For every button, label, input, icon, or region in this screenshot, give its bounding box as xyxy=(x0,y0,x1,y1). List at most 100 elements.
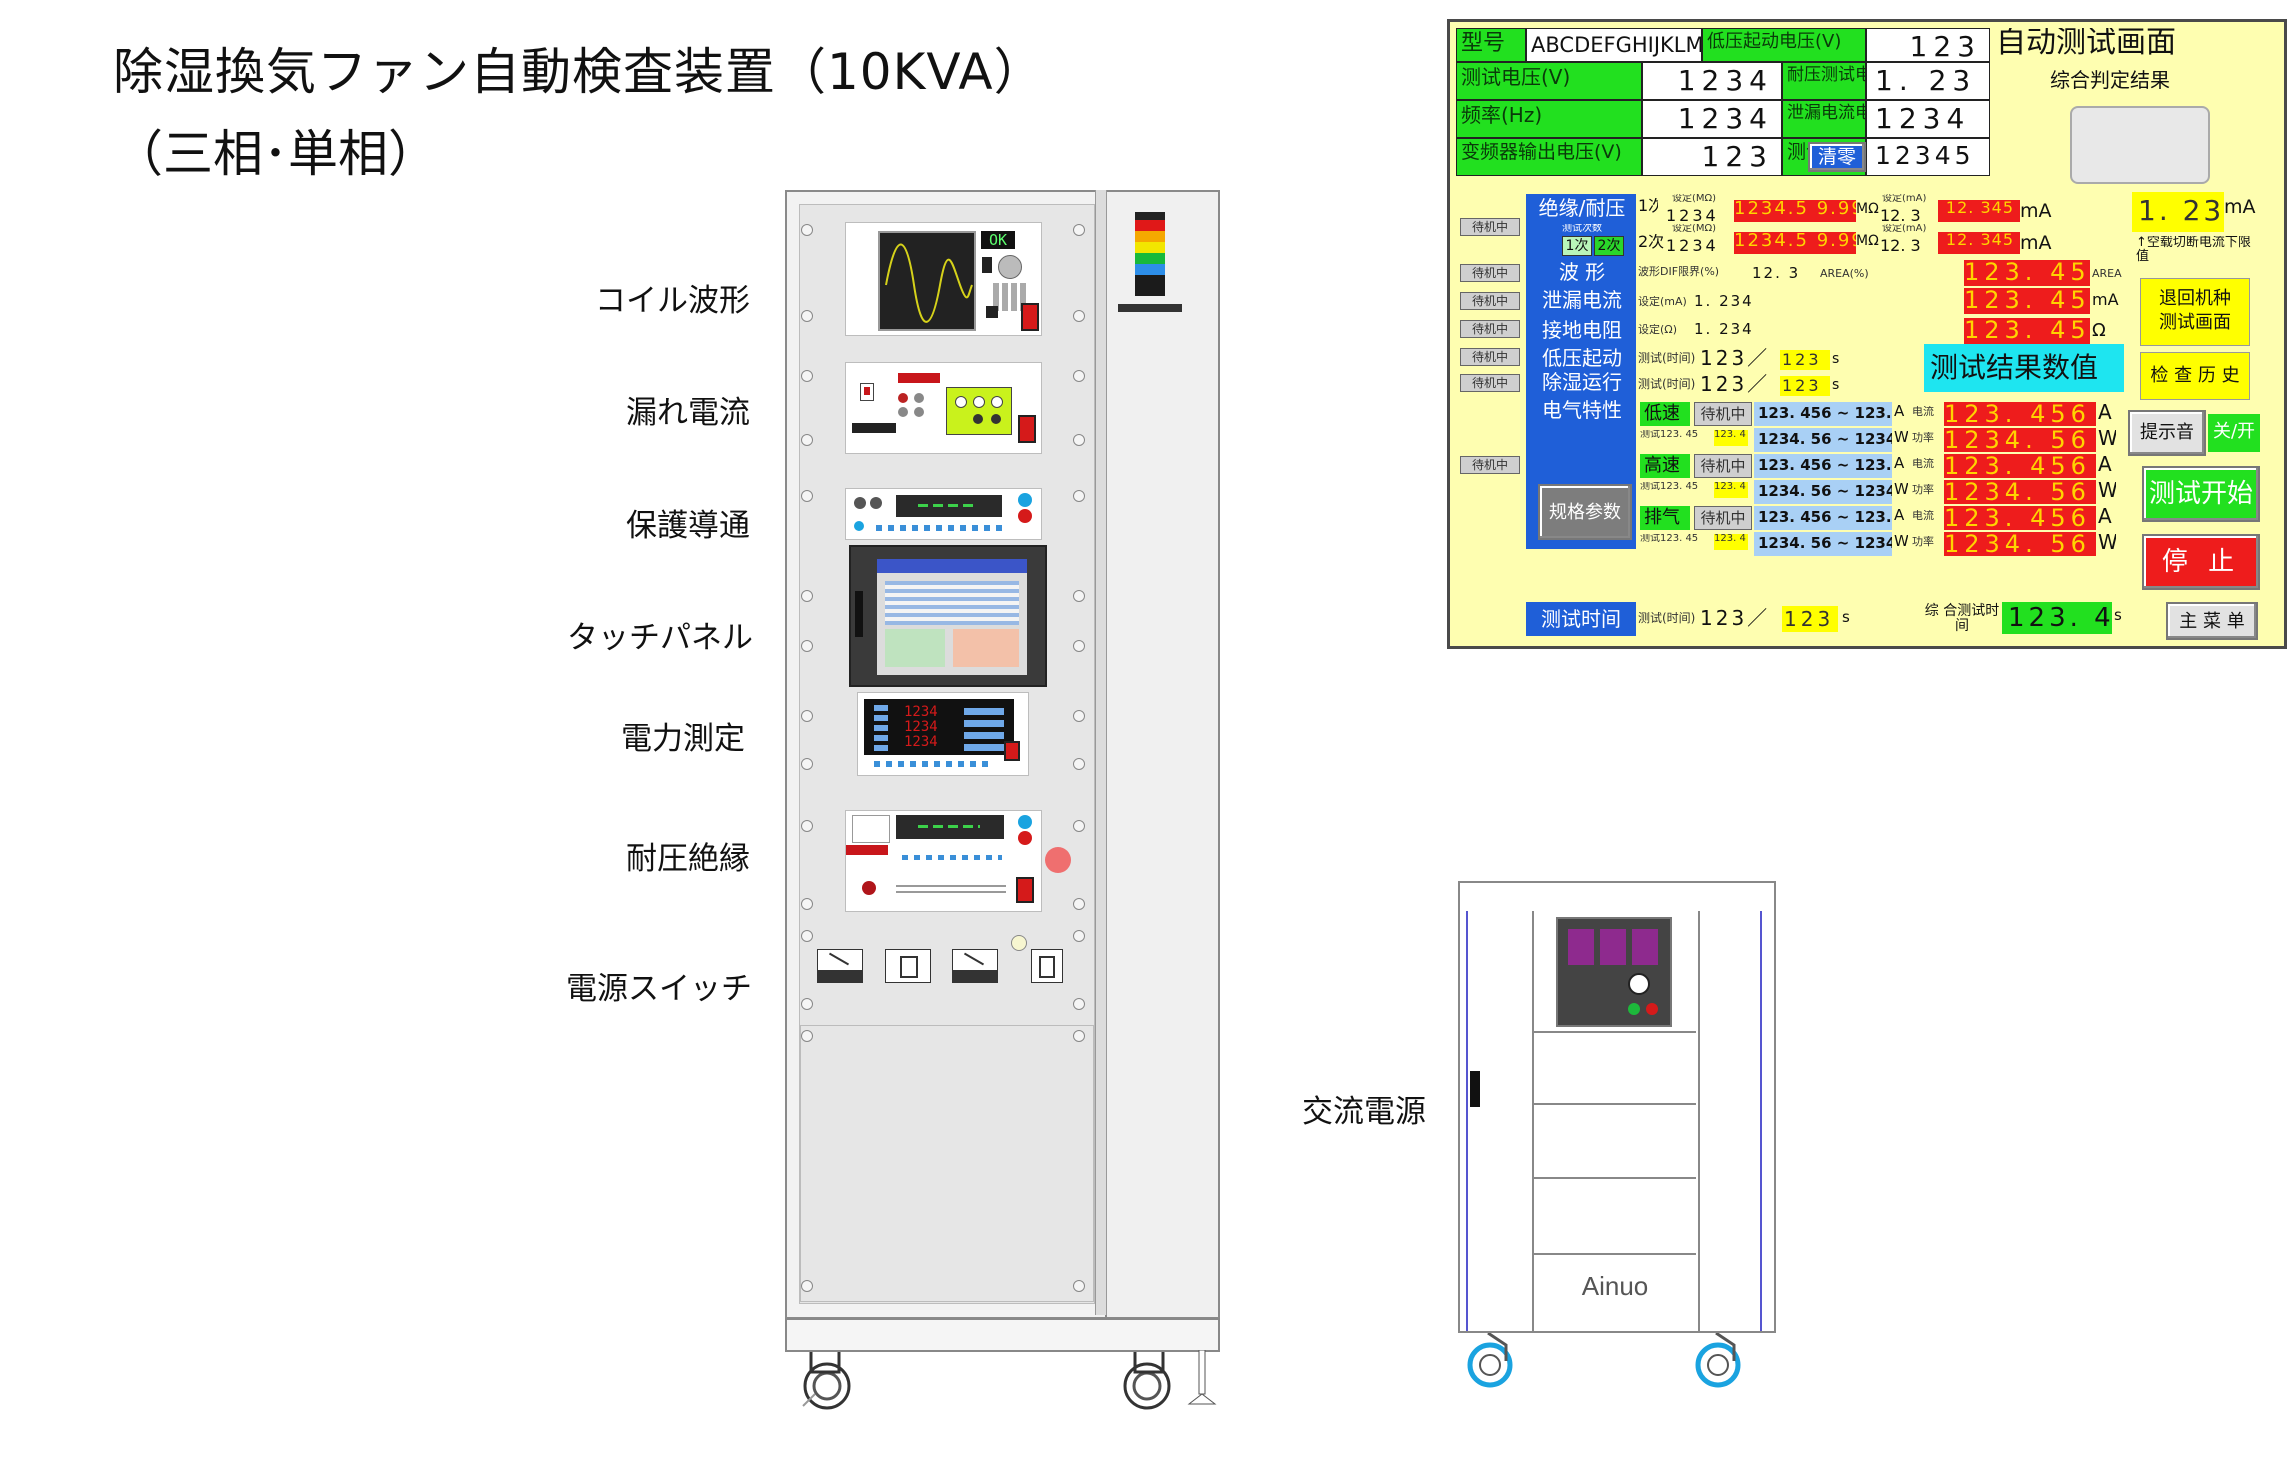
hipot-display xyxy=(896,815,1004,839)
leak-led-4 xyxy=(914,407,924,417)
switch-1[interactable] xyxy=(885,949,931,983)
leakage-current-voltage-value[interactable]: 1234 xyxy=(1866,100,1990,138)
prompt-sound-button[interactable]: 提示音 xyxy=(2128,410,2206,456)
leak-power-switch[interactable] xyxy=(1018,415,1036,443)
ground-resistance-label: 接地电阻 xyxy=(1542,320,1622,342)
switch-2[interactable] xyxy=(1031,949,1063,983)
ps-door-handle[interactable] xyxy=(1470,1071,1480,1107)
test-time-small: 测试(时间) xyxy=(1638,612,1696,625)
dehum-time-small: 测试(时间) xyxy=(1638,378,1696,391)
setpoint-mohm-2[interactable]: 1234 xyxy=(1666,238,1719,254)
test-voltage-value[interactable]: 1234 xyxy=(1642,62,1782,100)
return-model-screen-button[interactable]: 退回机种测试画面 xyxy=(2140,278,2250,346)
leak-setpoint[interactable]: 1. 234 xyxy=(1694,294,1754,310)
leak-value: 123. 456 xyxy=(1964,288,2090,314)
sound-toggle[interactable]: 关/开 xyxy=(2208,414,2260,452)
continuity-blue-knob[interactable] xyxy=(1018,493,1032,507)
continuity-button-row[interactable] xyxy=(876,525,1006,531)
test-time-a: 123／ xyxy=(1700,608,1771,630)
waveform-setpoint[interactable]: 12. 3 xyxy=(1752,266,1801,282)
test-count-value[interactable]: 12345 xyxy=(1866,138,1990,176)
withstand-voltage-value[interactable]: 1. 23 xyxy=(1866,62,1990,100)
leak-current-label: 泄漏电流 xyxy=(1542,290,1622,312)
first-test-button[interactable]: 1次 xyxy=(1562,236,1592,256)
mode-exhaust-standby: 待机中 xyxy=(1694,506,1752,530)
mode-exhaust-range-unit-a: A xyxy=(1894,508,1905,524)
ir-unit-1: MΩ xyxy=(1856,202,1879,217)
leak-brand-bar xyxy=(898,373,940,383)
inspection-history-button[interactable]: 检 查 历 史 xyxy=(2140,352,2250,400)
overall-result-indicator xyxy=(2070,106,2210,184)
ps-knob[interactable] xyxy=(1628,973,1650,995)
leak-toggle[interactable] xyxy=(860,383,874,401)
test-time-label: 测试时间 xyxy=(1526,602,1636,636)
hipot-power-switch[interactable] xyxy=(1016,877,1034,903)
low-start-voltage-value[interactable]: 123 xyxy=(1866,28,1990,62)
ground-setpoint[interactable]: 1. 234 xyxy=(1694,322,1754,338)
coil-knob[interactable] xyxy=(998,255,1022,279)
stop-button[interactable]: 停 止 xyxy=(2142,534,2260,590)
cutoff-current-value[interactable]: 1. 23 xyxy=(2132,192,2224,232)
ma-unit-2: mA xyxy=(2020,234,2052,254)
inverter-output-value[interactable]: 123 xyxy=(1642,138,1782,176)
mode-low-current-range[interactable]: 123. 456 ~ 123. 456 xyxy=(1754,402,1892,426)
continuity-red-knob[interactable] xyxy=(1018,509,1032,523)
label-protective-continuity: 保護導通 xyxy=(626,508,750,544)
label-power-switch: 電源スイッチ xyxy=(566,971,752,1007)
standby-tag-5: 待机中 xyxy=(1460,348,1520,366)
test-voltage-label: 测试电压(V) xyxy=(1456,62,1642,100)
caster-left xyxy=(799,1350,851,1410)
cutoff-current-unit: mA xyxy=(2224,198,2256,218)
protective-continuity-tester xyxy=(845,488,1042,540)
setpoint-ma-small-2: 设定(mA) xyxy=(1882,224,1927,234)
power-meter-switch[interactable] xyxy=(1004,741,1020,761)
setpoint-ma-1[interactable]: 12. 3 xyxy=(1880,208,1921,224)
power-indicator-lamp xyxy=(1011,935,1027,951)
setpoint-mohm-1[interactable]: 1234 xyxy=(1666,208,1719,224)
coil-switch[interactable] xyxy=(982,257,992,273)
mode-exhaust: 排气 xyxy=(1640,506,1690,530)
standby-tag-3: 待机中 xyxy=(1460,292,1520,310)
dehum-time-a[interactable]: 123／ xyxy=(1700,374,1771,396)
spec-params-button[interactable]: 规格参数 xyxy=(1538,484,1632,540)
continuity-display xyxy=(896,495,1002,517)
page-subtitle: （三相･単相） xyxy=(113,125,438,183)
ps-green-button[interactable] xyxy=(1628,1003,1640,1015)
second-test-button[interactable]: 2次 xyxy=(1594,236,1624,256)
breaker-1[interactable] xyxy=(817,949,863,983)
hipot-blue-knob[interactable] xyxy=(1018,815,1032,829)
hipot-red-knob[interactable] xyxy=(1018,831,1032,845)
power-meter-buttons[interactable] xyxy=(874,761,994,767)
overall-time-value: 123. 4 xyxy=(2002,602,2112,634)
leveling-foot xyxy=(1187,1349,1217,1406)
coil-power-switch[interactable] xyxy=(1021,303,1039,331)
ok-display: OK xyxy=(981,231,1015,249)
mode-exhaust-current-range[interactable]: 123. 456 ~ 123. 456 xyxy=(1754,506,1892,530)
mode-exhaust-test-small: 测试123. 45 xyxy=(1640,534,1699,544)
breaker-2[interactable] xyxy=(952,949,998,983)
setpoint-ma-2[interactable]: 12. 3 xyxy=(1880,238,1921,254)
ps-body xyxy=(1458,911,1776,1333)
label-hipot-insulation: 耐圧絶縁 xyxy=(626,841,750,877)
low-start-time-a[interactable]: 123／ xyxy=(1700,348,1771,370)
touch-panel-hmi[interactable] xyxy=(849,545,1047,687)
label-touch-panel: タッチパネル xyxy=(567,620,753,656)
start-test-button[interactable]: 测试开始 xyxy=(2142,466,2260,522)
mode-high-current-range[interactable]: 123. 456 ~ 123. 456 xyxy=(1754,454,1892,478)
overall-time-unit: s xyxy=(2114,608,2122,624)
mode-low-power-range[interactable]: 1234. 56 ~ 1234. 56 xyxy=(1754,428,1892,452)
mode-high-yellow: 123. 4 xyxy=(1714,482,1748,498)
coil-button[interactable] xyxy=(986,306,998,318)
touch-panel-screen[interactable] xyxy=(877,559,1027,675)
mode-exhaust-power-range[interactable]: 1234. 56 ~ 1234. 56 xyxy=(1754,532,1892,556)
main-menu-button[interactable]: 主 菜 单 xyxy=(2166,602,2258,640)
model-value[interactable]: ABCDEFGHIJKLMNO xyxy=(1526,28,1702,62)
blank-panel xyxy=(800,1025,1094,1302)
mode-high-power-range[interactable]: 1234. 56 ~ 1234. 56 xyxy=(1754,480,1892,504)
clear-button[interactable]: 清零 xyxy=(1808,142,1866,172)
dehumidify-run-label: 除湿运行 xyxy=(1542,372,1622,394)
ground-unit: Ω xyxy=(2092,322,2106,341)
hipot-red-button[interactable] xyxy=(862,881,876,895)
frequency-value[interactable]: 1234 xyxy=(1642,100,1782,138)
ps-red-button[interactable] xyxy=(1646,1003,1658,1015)
